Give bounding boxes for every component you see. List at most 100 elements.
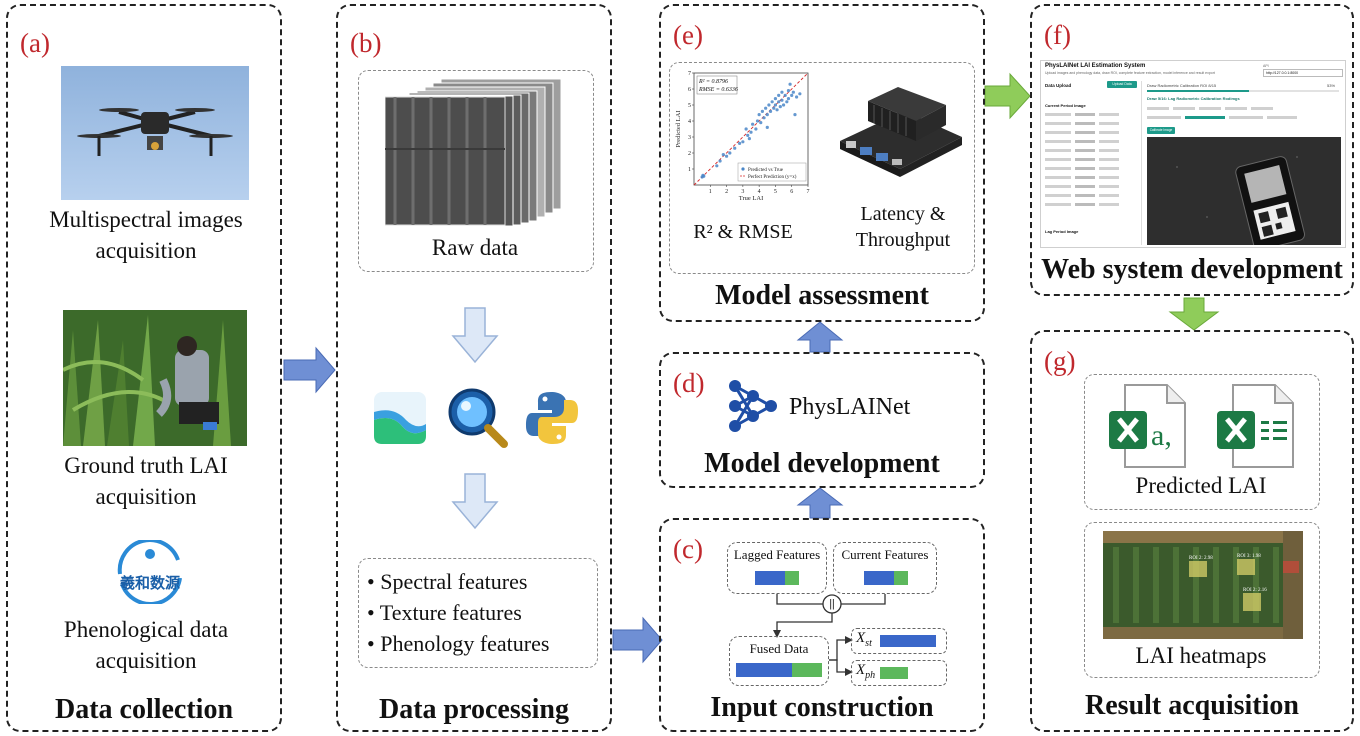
panel-f-tag: (f) xyxy=(1044,20,1071,50)
scatter-point xyxy=(783,93,787,97)
scatter-point xyxy=(759,121,763,125)
scatter-point xyxy=(780,90,784,94)
panel-c-title: Input construction xyxy=(710,692,934,723)
scatter-point xyxy=(781,103,786,107)
x-st-main: X xyxy=(856,630,866,646)
upload-data-button[interactable]: Upload Data xyxy=(1107,81,1137,88)
scatter-point xyxy=(718,159,722,163)
x-st-sub: st xyxy=(865,638,872,649)
roi-label-3: ROI 2: 2.16 xyxy=(1243,588,1267,593)
heatmap-label: LAI heatmaps xyxy=(1135,643,1267,668)
drone-photo xyxy=(61,66,249,200)
edge-device-image xyxy=(840,87,962,177)
arrow-d-to-e xyxy=(796,321,844,353)
api-label: API xyxy=(1263,64,1269,68)
sidebar-title: Data Upload xyxy=(1045,83,1072,88)
scatter-point xyxy=(744,127,748,131)
scatter-point xyxy=(785,100,789,104)
field-caption-line1: Ground truth LAI xyxy=(64,453,228,478)
scatter-point xyxy=(733,146,737,150)
excel-file-icon-1: a, xyxy=(1109,384,1186,468)
current-features-box: Current Features xyxy=(833,542,937,594)
scatter-point xyxy=(777,93,781,97)
x-tick-label: 3 xyxy=(741,189,744,195)
legend-box xyxy=(737,162,807,182)
panel-b-tag: (b) xyxy=(350,28,382,58)
x-tick-label: 2 xyxy=(725,189,728,195)
lagged-features-label: Lagged Features xyxy=(733,547,821,562)
roi-progress-percent: 53% xyxy=(1327,83,1336,88)
field-caption-line2: acquisition xyxy=(95,484,197,509)
r2-rmse-caption: R² & RMSE xyxy=(693,221,793,243)
panel-a-title: Data collection xyxy=(54,694,234,725)
raw-data-label: Raw data xyxy=(431,235,519,260)
scatter-point xyxy=(786,97,791,101)
web-app-title: PhysLAINet LAI Estimation System xyxy=(1045,63,1146,69)
scatter-point xyxy=(751,122,755,126)
scatter-point xyxy=(790,93,794,97)
xihe-logo-icon xyxy=(117,540,182,604)
phenology-caption: Phenological data acquisition xyxy=(16,614,276,676)
app-icon-green xyxy=(374,392,426,444)
api-url-input[interactable]: http://127.0.0.1:8000 xyxy=(1263,69,1343,77)
neural-network-icon xyxy=(729,380,777,432)
stats-rmse: RMSE = 0.6336 xyxy=(698,87,738,93)
x-ph-main: X xyxy=(856,662,866,678)
heatmap-image: ROI 2: 2.98 ROI 3: 1.98 ROI 2: 2.16 xyxy=(1103,531,1303,639)
current-features-label: Current Features xyxy=(841,547,929,562)
y-tick-label: 4 xyxy=(688,119,691,125)
phenology-caption-line2: acquisition xyxy=(95,648,197,673)
x-tick-label: 4 xyxy=(758,189,761,195)
legend-marker-points xyxy=(741,167,745,171)
panel-d-title: Model development xyxy=(704,448,940,479)
current-bar-spectral xyxy=(864,571,894,585)
panel-e-title: Model assessment xyxy=(715,280,929,311)
roi-progress-fill xyxy=(1147,90,1249,92)
scatter-point xyxy=(760,109,764,113)
field-worker-photo xyxy=(63,310,247,446)
section-lag-label: Lag Period Image xyxy=(1045,229,1079,234)
scatter-point xyxy=(747,137,751,141)
calibrate-image-button[interactable]: Calibrate Image xyxy=(1147,127,1175,134)
drone-caption-line2: acquisition xyxy=(95,238,197,263)
panel-a-tag: (a) xyxy=(20,28,50,58)
panel-g-title: Result acquisition xyxy=(1085,690,1299,721)
drone-caption-line1: Multispectral images xyxy=(49,207,243,232)
arrow-b-to-c xyxy=(612,616,663,664)
latency-caption-line2: Throughput xyxy=(855,229,951,251)
scatter-point xyxy=(715,164,719,168)
scatter-point xyxy=(793,113,797,117)
feature-texture: • Texture features xyxy=(367,600,522,625)
down-arrow-1 xyxy=(451,307,499,364)
fused-bar-phenology xyxy=(792,663,822,677)
latency-caption: Latency & Throughput xyxy=(828,201,978,253)
xihe-logo-text: 羲和数源 xyxy=(119,574,180,592)
x-tick-label: 7 xyxy=(807,189,810,195)
x-tick-label: 6 xyxy=(790,189,793,195)
perfect-prediction-line xyxy=(693,72,809,186)
scatter-point xyxy=(755,119,760,123)
web-app-subtitle: Upload images and phenology data, draw R… xyxy=(1045,71,1215,75)
feature-spectral: • Spectral features xyxy=(367,569,528,594)
y-tick-label: 6 xyxy=(688,87,691,93)
x-st-bar xyxy=(880,635,936,647)
fusion-connectors xyxy=(773,594,886,676)
scatter-point xyxy=(768,109,773,113)
x-ph-label: Xph xyxy=(856,662,875,681)
lagged-bar-spectral xyxy=(755,571,785,585)
panel-model-development: (d) PhysLAINet Model development xyxy=(659,352,985,488)
y-tick-label: 1 xyxy=(688,167,691,173)
lagged-bar xyxy=(755,571,799,585)
x-st-box: Xst xyxy=(851,628,947,654)
x-ph-box: Xph xyxy=(851,660,947,686)
scatter-point xyxy=(765,113,769,117)
current-bar xyxy=(864,571,908,585)
scatter-point xyxy=(773,97,778,101)
x-ph-sub: ph xyxy=(865,670,876,681)
lagged-bar-phenology xyxy=(785,571,799,585)
panel-data-processing: (b) Raw data xyxy=(336,4,612,732)
scatter-point xyxy=(757,113,761,117)
